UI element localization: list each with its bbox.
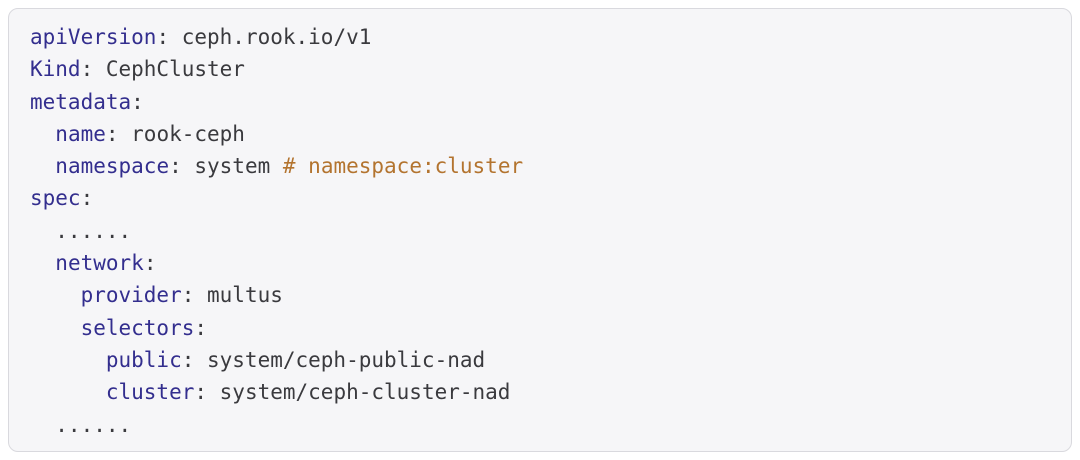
code-line: provider: multus — [30, 279, 1050, 311]
yaml-plain: : rook-ceph — [105, 121, 245, 146]
yaml-plain: : — [80, 186, 94, 211]
yaml-key: namespace — [55, 154, 170, 179]
yaml-comment: # namespace:cluster — [282, 154, 524, 179]
code-line: cluster: system/ceph-cluster-nad — [30, 376, 1050, 408]
yaml-key: name — [55, 121, 106, 146]
yaml-plain — [30, 380, 106, 404]
yaml-plain: : — [131, 89, 144, 114]
code-line: spec: — [30, 182, 1050, 214]
yaml-key: apiVersion — [30, 25, 157, 49]
yaml-key: provider — [80, 283, 182, 308]
yaml-plain — [30, 348, 106, 372]
yaml-plain: : system — [169, 154, 283, 179]
code-line: ...... — [30, 409, 1050, 441]
yaml-plain: : — [143, 251, 157, 276]
code-line: metadata: — [30, 86, 1050, 118]
yaml-plain — [30, 251, 55, 275]
yaml-plain — [30, 154, 55, 178]
yaml-plain — [30, 316, 81, 340]
code-line: Kind: CephCluster — [30, 53, 1050, 85]
code-line: namespace: system # namespace:cluster — [30, 150, 1050, 182]
yaml-key: network — [55, 251, 144, 276]
yaml-key: Kind — [30, 57, 81, 82]
yaml-plain: : system/ceph-public-nad — [181, 347, 486, 372]
yaml-key: metadata — [30, 89, 132, 114]
yaml-plain: : — [194, 315, 208, 340]
yaml-key: cluster — [105, 380, 195, 405]
yaml-plain: ...... — [30, 218, 132, 243]
code-line: name: rook-ceph — [30, 118, 1050, 150]
code-line: selectors: — [30, 312, 1050, 344]
code-line: public: system/ceph-public-nad — [30, 344, 1050, 376]
yaml-plain: : system/ceph-cluster-nad — [194, 380, 511, 405]
yaml-key: selectors — [80, 315, 195, 340]
yaml-plain: : ceph.rook.io/v1 — [156, 25, 372, 49]
code-line: network: — [30, 247, 1050, 279]
yaml-key: spec — [30, 186, 81, 211]
yaml-plain: : CephCluster — [80, 57, 245, 82]
yaml-plain: ...... — [30, 412, 132, 437]
code-line: ...... — [30, 215, 1050, 247]
yaml-plain: : multus — [181, 283, 283, 308]
yaml-plain — [30, 122, 55, 146]
yaml-key: public — [105, 347, 182, 372]
code-line: apiVersion: ceph.rook.io/v1 — [30, 21, 1050, 53]
yaml-plain — [30, 283, 81, 307]
